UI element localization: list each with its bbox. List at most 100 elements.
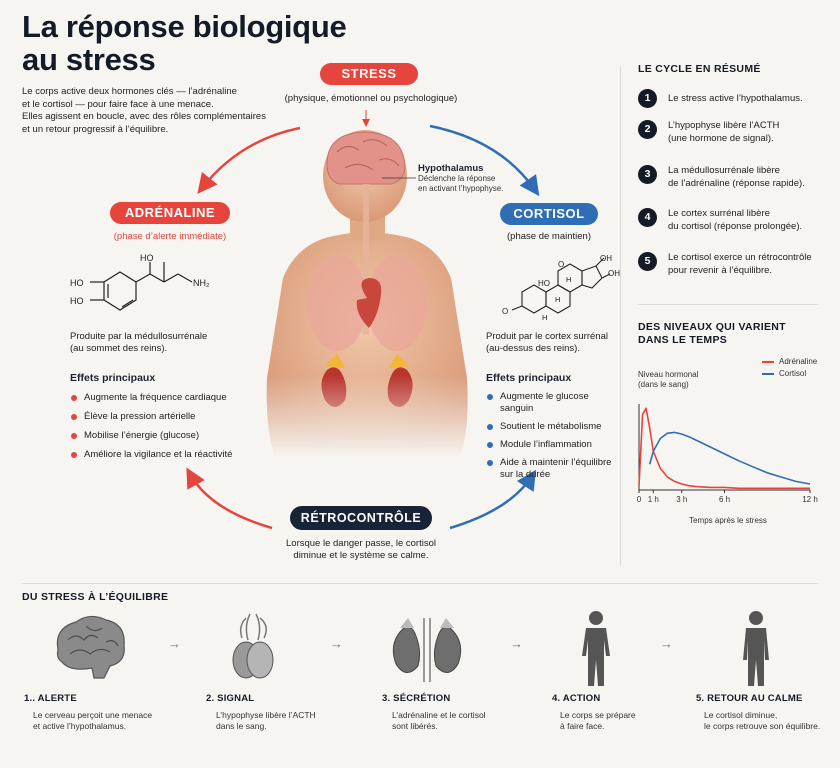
adrenaline-subtitle: (phase d’alerte immédiate) — [113, 231, 227, 242]
hypothalamus-desc: en activant l’hypophyse. — [418, 184, 504, 193]
desc-line: Le cerveau perçoit une menace — [33, 710, 153, 720]
intro-line: Elles agissent en boucle, avec des rôles… — [22, 111, 266, 122]
bottom-step-label: 3. SÉCRÉTION — [382, 693, 451, 704]
effect-item: Augmente le glucose sanguin — [486, 391, 618, 415]
arrow-right-icon: → — [168, 636, 181, 651]
molecule-label: O — [502, 307, 508, 316]
adrenaline-molecule: HO HO HO NH₂ — [70, 253, 210, 311]
levels-title: DES NIVEAUX QUI VARIENT DANS LE TEMPS — [638, 321, 786, 347]
hormone-levels-chart: 0 1 h 3 h 6 h 12 h — [637, 404, 818, 504]
produced-line: (au-dessus des reins). — [486, 343, 580, 354]
x-tick-label: 12 h — [802, 495, 818, 504]
x-tick-label: 0 — [637, 495, 642, 504]
effect-item: Aide à maintenir l’équilibre sur la duré… — [486, 457, 618, 481]
step-line: La médullosurrénale libère — [668, 165, 780, 176]
feedback-line: Lorsque le danger passe, le cortisol — [286, 538, 436, 549]
bottom-title: DU STRESS À L’ÉQUILIBRE — [22, 591, 169, 603]
legend-swatch — [762, 360, 774, 363]
arrow-feedback-to-adrenaline — [186, 467, 273, 530]
desc-line: L’hypophyse libère l’ACTH — [216, 710, 316, 720]
ylabel-line: Niveau hormonal — [638, 370, 699, 379]
effect-item: Élève la pression artérielle — [70, 411, 260, 423]
levels-title-line: DES NIVEAUX QUI VARIENT — [638, 321, 786, 333]
desc-line: sont libérés. — [392, 721, 438, 731]
bottom-step-label: 1.. ALERTE — [24, 693, 77, 704]
hypothalamus-pointer — [382, 177, 416, 179]
brain-icon — [56, 615, 125, 679]
produced-line: (au sommet des reins). — [70, 343, 168, 354]
feedback-text: Lorsque le danger passe, le cortisol dim… — [266, 538, 456, 562]
arrow-right-icon: → — [660, 636, 673, 651]
stress-badge: STRESS — [320, 63, 418, 85]
desc-line: Le corps se prépare — [560, 710, 636, 720]
cortisol-effects-list: Augmente le glucose sanguin Soutient le … — [486, 391, 618, 488]
cortisol-molecule: O O OH OH HO H H H — [502, 254, 620, 322]
x-tick-label: 1 h — [648, 495, 659, 504]
effect-item: Module l’inflammation — [486, 439, 618, 451]
page-title: La réponse biologique au stress — [22, 9, 347, 76]
intro-text: Le corps active deux hormones clés — l’a… — [22, 86, 312, 136]
molecule-label: HO — [70, 296, 84, 306]
adrenaline-effects-title: Effets principaux — [70, 372, 156, 384]
step-line: de l’adrénaline (réponse rapide). — [668, 177, 805, 189]
effect-item: Augmente la fréquence cardiaque — [70, 392, 260, 404]
chart-legend: Adrénaline Cortisol — [762, 356, 817, 380]
intro-line: et le cortisol — pour faire face à une m… — [22, 98, 214, 110]
desc-line: L’adrénaline et le cortisol — [392, 710, 486, 720]
stress-subtitle: (physique, émotionnel ou psychologique) — [284, 93, 458, 104]
bottom-step-label: 2. SIGNAL — [206, 693, 255, 704]
molecule-label: HO — [538, 279, 550, 288]
step-line: (une hormone de signal). — [668, 132, 774, 144]
pituitary-icon — [232, 613, 274, 679]
cortisol-produced: Produit par le cortex surrénal (au-dessu… — [486, 331, 626, 355]
intro-line: Le corps active deux hormones clés — l’a… — [22, 86, 237, 97]
step-line: L’hypophyse libère l’ACTH — [668, 120, 780, 131]
bottom-step-desc: Le cortisol diminue,le corps retrouve so… — [704, 710, 838, 732]
produced-line: Produite par la médullosurrénale — [70, 331, 208, 342]
bottom-step-label: 5. RETOUR AU CALME — [696, 693, 803, 704]
bottom-step-label: 4. ACTION — [552, 693, 601, 704]
adrenaline-effects-list: Augmente la fréquence cardiaque Élève la… — [70, 392, 260, 468]
effect-item: Soutient le métabolisme — [486, 421, 618, 433]
molecule-label: HO — [70, 278, 84, 288]
arrow-right-icon: → — [510, 636, 523, 651]
bottom-divider — [22, 583, 818, 584]
legend-item-cortisol: Cortisol — [762, 368, 817, 380]
legend-item-adrenaline: Adrénaline — [762, 356, 817, 368]
x-tick-label: 6 h — [719, 495, 730, 504]
hypothalamus-title: Hypothalamus — [418, 163, 484, 174]
intro-line: et un retour progressif à l’équilibre. — [22, 123, 169, 135]
desc-line: le corps retrouve son équilibre. — [704, 721, 821, 731]
step-line: pour revenir à l’équilibre. — [668, 264, 773, 276]
step-number: 1 — [638, 89, 657, 108]
step-number: 3 — [638, 165, 657, 184]
chart-xlabel: Temps après le stress — [689, 516, 767, 525]
effect-item: Mobilise l’énergie (glucose) — [70, 430, 260, 442]
molecule-label: OH — [600, 254, 612, 263]
legend-swatch — [762, 372, 774, 375]
x-tick-label: 3 h — [676, 495, 687, 504]
feedback-badge: RÉTROCONTRÔLE — [290, 506, 432, 530]
effect-item: Améliore la vigilance et la réactivité — [70, 449, 260, 461]
legend-label: Cortisol — [779, 369, 807, 378]
molecule-label: H — [566, 275, 571, 284]
molecule-label: NH₂ — [193, 278, 210, 288]
title-line-1: La réponse biologique — [22, 9, 347, 44]
human-body-illustration — [255, 128, 480, 458]
step-text: L’hypophyse libère l’ACTH(une hormone de… — [668, 120, 836, 145]
ylabel-line: (dans le sang) — [638, 380, 689, 389]
step-line: du cortisol (réponse prolongée). — [668, 220, 803, 232]
levels-title-line: DANS LE TEMPS — [638, 334, 728, 346]
desc-line: à faire face. — [560, 721, 605, 731]
step-number: 2 — [638, 120, 657, 139]
molecule-label: HO — [140, 253, 154, 263]
molecule-label: OH — [608, 269, 620, 278]
cortisol-effects-title: Effets principaux — [486, 372, 572, 384]
summary-title: LE CYCLE EN RÉSUMÉ — [638, 63, 761, 75]
produced-line: Produit par le cortex surrénal — [486, 331, 608, 342]
